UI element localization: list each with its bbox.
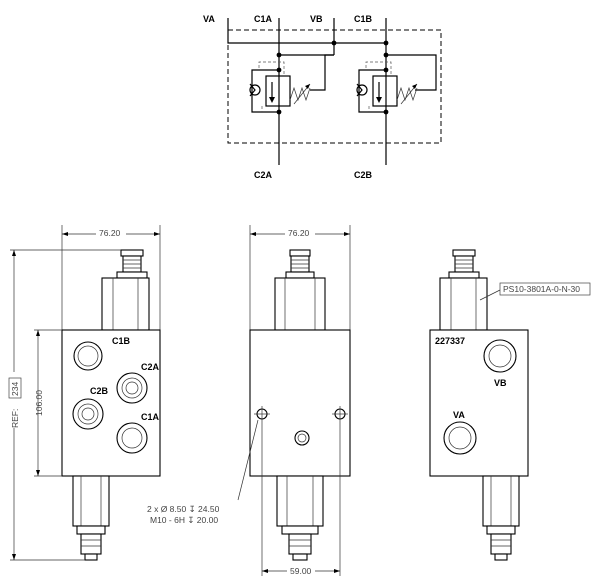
right-port-va: VA: [453, 410, 465, 420]
left-port-c1a: C1A: [141, 412, 160, 422]
port-label-c2a: C2A: [254, 170, 273, 180]
center-bottom-dim: 59.00: [290, 566, 312, 576]
left-view: 76.20 C1B C2A C2B C1A: [8, 225, 161, 561]
right-view: 227337 VB VA PS10-3801A-0-N-30: [429, 249, 591, 561]
counterbalance-valve-right: [356, 61, 418, 113]
cartridge-code: PS10-3801A-0-N-30: [503, 284, 580, 294]
center-width-dim: 76.20: [288, 228, 310, 238]
left-port-c2a: C2A: [141, 362, 160, 372]
port-label-c1a: C1A: [254, 14, 273, 24]
port-label-vb: VB: [310, 14, 323, 24]
left-port-c2b: C2B: [90, 386, 109, 396]
hole-note-line1: 2 x Ø 8.50 ↧ 24.50: [147, 504, 220, 514]
center-valve-block: [249, 329, 351, 477]
left-width-dim: 76.20: [99, 228, 121, 238]
left-port-c1b: C1B: [112, 336, 131, 346]
port-label-va: VA: [203, 14, 215, 24]
port-label-c2b: C2B: [354, 170, 373, 180]
counterbalance-valve-left: [249, 61, 311, 113]
left-ref-value: 234: [10, 382, 20, 396]
hydraulic-schematic: VA C1A VB C1B C2A C2B: [203, 14, 442, 180]
center-view: 76.20: [147, 225, 351, 576]
va-vb-link: [227, 18, 335, 44]
port-label-c1b: C1B: [354, 14, 373, 24]
hole-note-line2: M10 - 6H ↧ 20.00: [150, 515, 218, 525]
right-port-vb: VB: [494, 378, 507, 388]
left-ref-prefix: REF:: [10, 409, 20, 428]
part-number: 227337: [435, 336, 465, 346]
left-height-dim: 106.00: [34, 390, 44, 416]
